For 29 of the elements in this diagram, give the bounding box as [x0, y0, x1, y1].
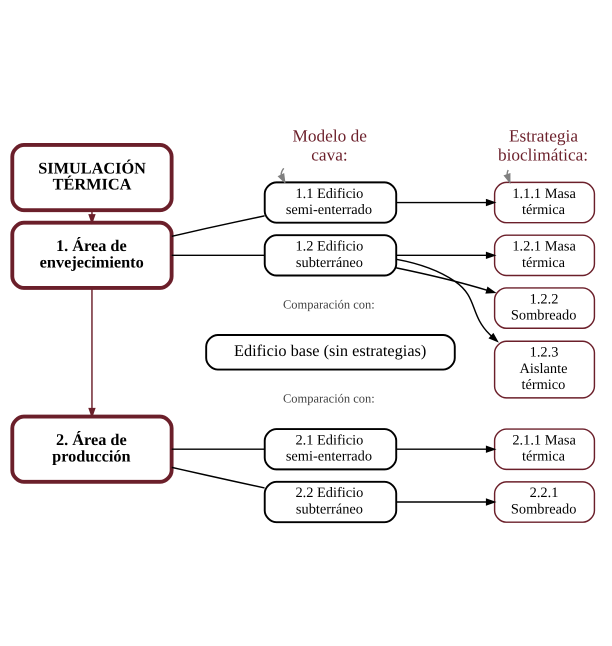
node-box: 2.2 Edificio subterráneo [264, 480, 398, 524]
node-text: Modelo de cava: [292, 126, 367, 165]
arrow [396, 258, 499, 343]
label: Comparación con: [282, 298, 375, 312]
node-box: 2.1 Edificio semi-enterrado [264, 428, 398, 470]
node-box: SIMULACIÓN TÉRMICA [10, 143, 174, 212]
node-box: 2.2.1 Sombreado [494, 481, 596, 523]
node-box: 1.1.1 Masa térmica [494, 182, 596, 224]
arrow [278, 168, 286, 184]
node-box: 1.2 Edificio subterráneo [264, 234, 398, 276]
node-box: 2.1.1 Masa térmica [494, 428, 596, 470]
node-box: 1.2.2 Sombreado [494, 287, 596, 329]
connector [172, 448, 264, 450]
node-box: 1.2.1 Masa térmica [494, 234, 596, 276]
node-box: Edificio base (sin estrategias) [205, 334, 456, 370]
node-box: 1. Área de envejecimiento [10, 220, 174, 290]
connector [172, 215, 265, 238]
node-box: 1.2.3 Aislante térmico [494, 340, 596, 399]
arrow [396, 198, 496, 206]
connector [172, 466, 265, 489]
node-box: 1.1 Edificio semi-enterrado [264, 181, 398, 224]
node-box: 2. Área de producción [10, 414, 174, 484]
arrow [396, 498, 496, 506]
node-text: Estrategia bioclimática: [498, 126, 588, 165]
arrow [396, 267, 497, 294]
label: Comparación con: [282, 392, 375, 406]
arrow [396, 252, 496, 260]
connector [172, 254, 264, 256]
arrow [396, 446, 496, 453]
